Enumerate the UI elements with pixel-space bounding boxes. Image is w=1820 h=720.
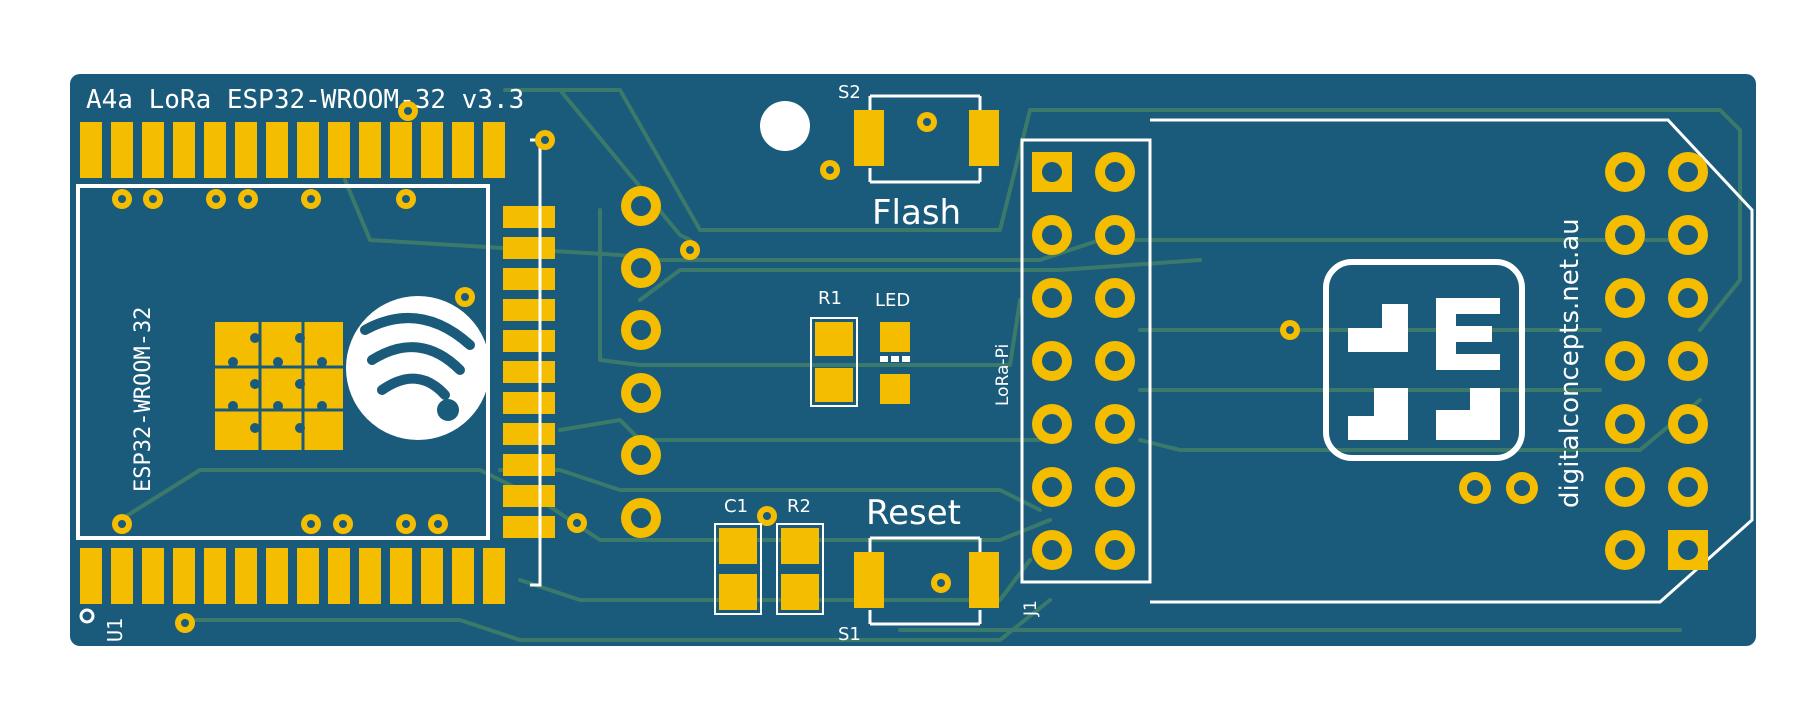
led-label: LED (875, 290, 910, 311)
vias (112, 101, 1300, 633)
c1-pad-1 (719, 528, 757, 564)
espressif-logo-icon (346, 296, 490, 440)
esp32-right-pad-column (503, 206, 555, 538)
reset-switch-pad-1 (854, 552, 884, 608)
esp32-bottom-pad-row (80, 548, 505, 604)
r2-pad-1 (781, 528, 819, 564)
lora-module-outline (1150, 118, 1754, 604)
pin1-marker (79, 608, 95, 624)
led-marker-3 (902, 356, 910, 362)
r2-outline (776, 523, 824, 615)
led-pad-2 (880, 374, 910, 404)
led-marker-2 (891, 356, 899, 362)
mounting-hole (760, 101, 810, 151)
reset-switch-label: Reset (866, 493, 961, 533)
reset-switch-ref: S1 (838, 624, 861, 645)
r1-outline (810, 317, 858, 407)
led-pad-1 (880, 322, 910, 352)
header-name-label: LoRa-Pi (993, 344, 1013, 406)
header-pins (1032, 152, 1135, 570)
module-ref-label: U1 (103, 618, 127, 642)
reset-switch-pad-2 (969, 552, 999, 608)
flash-switch-ref: S2 (838, 82, 861, 103)
c1-label: C1 (724, 496, 748, 517)
board-title: A4a LoRa ESP32-WROOM-32 v3.3 (86, 85, 524, 115)
esp32-thermal-pad (215, 322, 343, 450)
flash-switch-label: Flash (872, 193, 961, 233)
lora-module-pins (1605, 152, 1708, 570)
r2-label: R2 (787, 496, 811, 517)
company-logo-icon (1323, 259, 1525, 461)
reset-switch: Reset S1 (838, 493, 999, 645)
pcb-board (70, 74, 1756, 646)
r1-label: R1 (818, 288, 842, 309)
header-ref-label: J1 (1021, 600, 1041, 617)
esp32-module-label: ESP32-WROOM-32 (131, 307, 156, 492)
c1-pad-2 (719, 574, 757, 610)
led-marker-1 (880, 356, 888, 362)
r2-pad-2 (781, 574, 819, 610)
esp32-top-pad-row (80, 122, 505, 178)
flash-switch: S2 Flash (838, 82, 999, 233)
r1-pad-2 (815, 368, 853, 402)
website-label: digitalconcepts.net.au (1555, 218, 1585, 508)
header-outline (1020, 138, 1152, 584)
header-pin-column (621, 186, 661, 538)
c1-outline (714, 523, 762, 615)
r1-pad-1 (815, 322, 853, 356)
